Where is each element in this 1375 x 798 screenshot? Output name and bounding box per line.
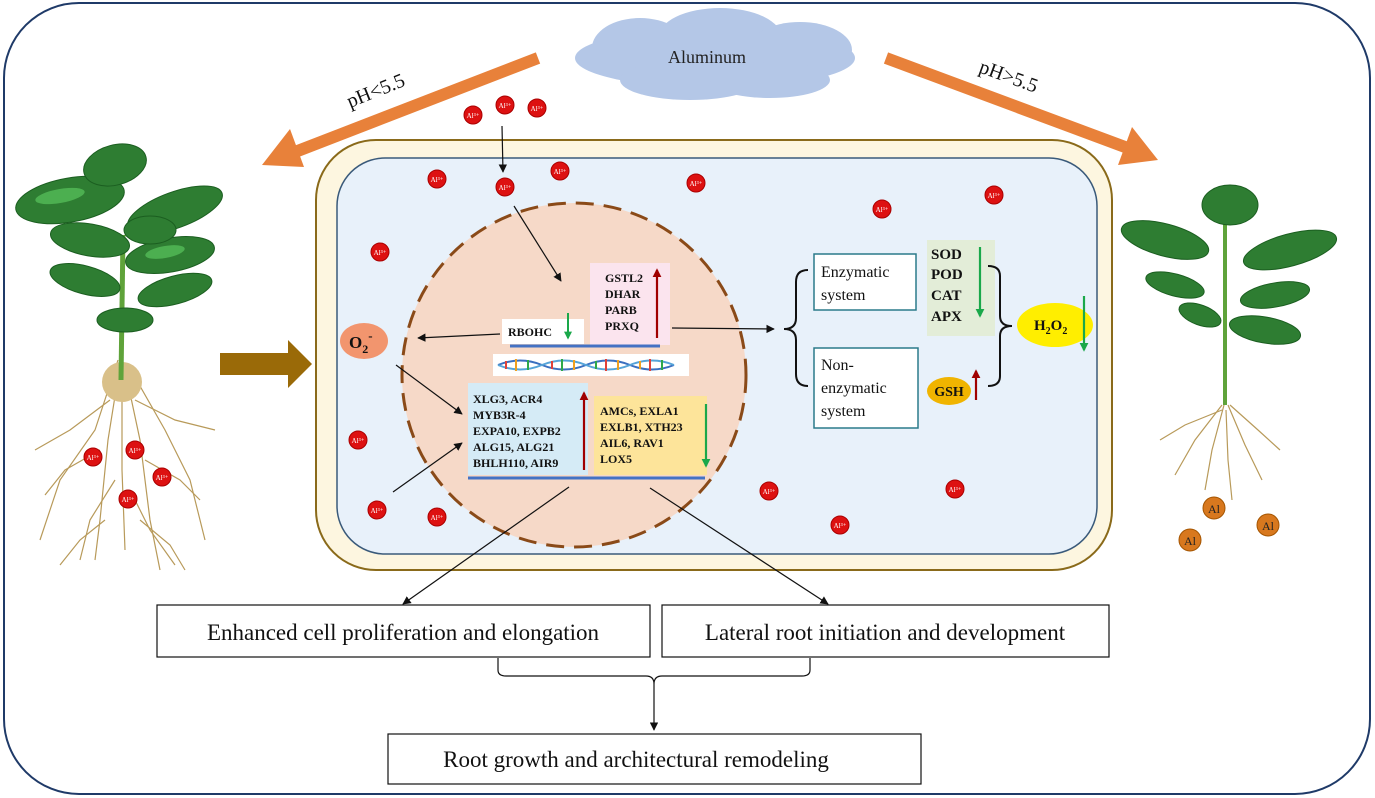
aluminum-cloud: [575, 8, 855, 100]
al-ion: [427, 507, 447, 527]
enzymatic-system-box: [813, 253, 917, 311]
aluminum-label: Aluminum: [668, 47, 746, 67]
enzyme-box: [927, 240, 995, 336]
al-ion: [118, 489, 138, 509]
nonenzymatic-label-line: Non-: [821, 357, 854, 374]
nonenzymatic-system-box: [813, 347, 919, 429]
to-proliferation-arrow: [402, 486, 570, 605]
h2o2-label: H2O2: [1034, 318, 1067, 337]
al-ion: [686, 173, 706, 193]
h2o2-node: [1017, 303, 1093, 347]
al-ion: [83, 447, 103, 467]
root-growth-label: Root growth and architectural remodeling: [443, 747, 829, 772]
right-plant-illustration: [1120, 184, 1338, 501]
enzyme-label: CAT: [931, 288, 962, 304]
al-ion: [348, 430, 368, 450]
al-ion: [830, 515, 850, 535]
al-particle: Al: [1178, 528, 1202, 552]
al-ion: [550, 161, 570, 181]
svg-text:Al: Al: [1262, 519, 1275, 533]
growth-up-box: [468, 383, 588, 475]
al-particle: Al: [1256, 513, 1280, 537]
gene-label: PRXQ: [605, 319, 639, 333]
al-to-genes-arrow: [513, 205, 562, 282]
al-ion: [370, 242, 390, 262]
superoxide-node: [340, 323, 388, 359]
enzyme-label: APX: [931, 309, 962, 325]
proliferation-label: Enhanced cell proliferation and elongati…: [207, 620, 600, 645]
gsh-node: [927, 377, 971, 405]
enzyme-label: SOD: [931, 247, 962, 263]
al-ion: [495, 95, 515, 115]
enzyme-label: POD: [931, 267, 963, 283]
enzymatic-label-line: Enzymatic: [821, 264, 889, 281]
al-ion: [495, 177, 515, 197]
antioxidant-bracket: [783, 269, 809, 387]
gene-label: XLG3, ACR4: [473, 392, 542, 406]
gene-label: EXPA10, EXPB2: [473, 424, 561, 438]
input-arrow: [220, 340, 312, 388]
rbohc-box: [502, 319, 584, 344]
gene-label: AIL6, RAV1: [600, 436, 664, 450]
al-ion: [527, 98, 547, 118]
svg-text:Al: Al: [1184, 534, 1197, 548]
al-ion: [463, 105, 483, 125]
o2-to-growth-arrow: [395, 364, 463, 415]
h2o2-bracket: [987, 265, 1013, 387]
gene-label: DHAR: [605, 287, 641, 301]
gsh-label: GSH: [934, 385, 964, 400]
to-lateral-root-arrow: [649, 487, 829, 605]
gene-label: PARB: [605, 303, 637, 317]
gene-label: BHLH110, AIR9: [473, 456, 558, 470]
ph-low-arrow: [262, 52, 541, 167]
al-ion: [125, 440, 145, 460]
genes-to-antioxidant-arrow: [671, 324, 775, 334]
root-growth-box: [387, 733, 922, 785]
gene-label: MYB3R-4: [473, 408, 526, 422]
gene-label: LOX5: [600, 452, 632, 466]
al-ion: [945, 479, 965, 499]
ph-high-arrow: [883, 52, 1158, 165]
al-ion: [427, 169, 447, 189]
svg-text:Al: Al: [1208, 502, 1221, 516]
nonenzymatic-label-line: enzymatic: [821, 380, 887, 397]
al-ion: [367, 500, 387, 520]
al-entry-arrow: [498, 125, 508, 173]
dna-icon: [493, 354, 689, 376]
enzymatic-label-line: system: [821, 287, 866, 304]
al-ion: [872, 199, 892, 219]
lateral-root-box: [661, 604, 1110, 658]
gene-label: ALG15, ALG21: [473, 440, 554, 454]
rbohc-label: RBOHC: [508, 325, 552, 339]
al-particle: Al: [1202, 496, 1226, 520]
al-ion: [759, 481, 779, 501]
al-ion: [984, 185, 1004, 205]
growth-down-box: [594, 396, 707, 475]
al-ion: [152, 467, 172, 487]
proliferation-box: [156, 604, 651, 658]
left-plant-illustration: [15, 143, 223, 571]
lateral-root-label: Lateral root initiation and development: [705, 620, 1066, 645]
al-to-growth-arrow: [392, 442, 463, 493]
gene-label: EXLB1, XTH23: [600, 420, 683, 434]
gene-label: GSTL2: [605, 271, 643, 285]
gene-label: AMCs, EXLA1: [600, 404, 679, 418]
superoxide-label: O2-: [349, 328, 373, 356]
rbohc-to-o2-arrow: [417, 333, 501, 342]
nonenzymatic-label-line: system: [821, 403, 866, 420]
